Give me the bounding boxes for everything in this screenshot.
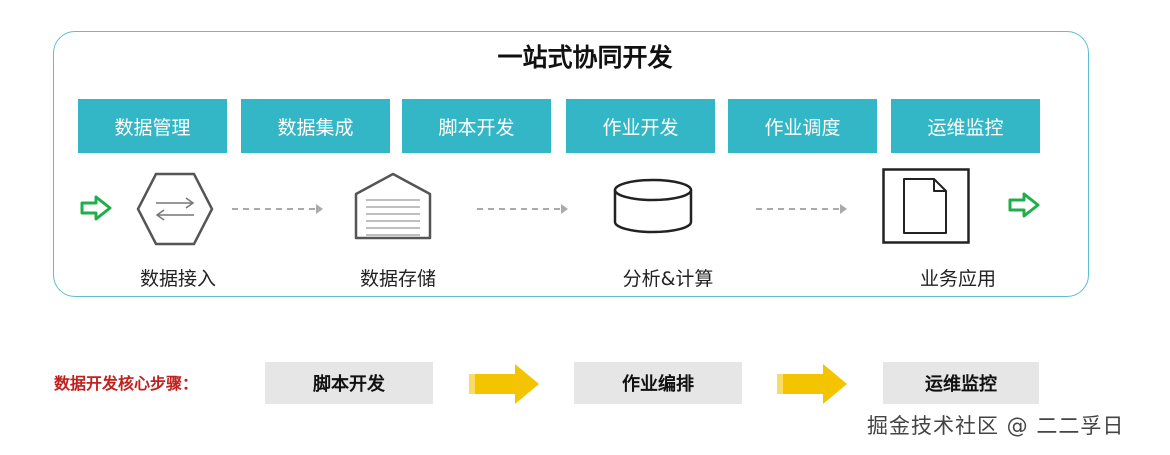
collaboration-frame (53, 31, 1089, 297)
step-ops-monitoring[interactable]: 运维监控 (883, 362, 1039, 404)
flow-label-data-storage: 数据存储 (359, 268, 436, 290)
database-cylinder-icon (613, 178, 693, 234)
page-title: 一站式协同开发 (497, 43, 673, 72)
module-ops-monitoring[interactable]: 运维监控 (891, 99, 1040, 153)
module-job-development[interactable]: 作业开发 (566, 99, 715, 153)
flow-label-business-application: 业务应用 (919, 268, 996, 290)
dashed-connector-3 (756, 204, 847, 214)
flow-start-arrow-icon (80, 195, 112, 221)
exchange-hexagon-icon (136, 172, 214, 246)
module-script-development[interactable]: 脚本开发 (402, 99, 551, 153)
storage-house-icon (354, 172, 432, 240)
document-icon (882, 168, 970, 244)
step-script-development[interactable]: 脚本开发 (265, 362, 433, 404)
flow-label-analysis-compute: 分析&计算 (622, 268, 714, 290)
flow-label-data-ingestion: 数据接入 (139, 268, 216, 290)
step-job-orchestration[interactable]: 作业编排 (574, 362, 742, 404)
watermark: 掘金技术社区 @ 二二孚日 (867, 414, 1125, 438)
module-job-scheduling[interactable]: 作业调度 (728, 99, 877, 153)
yellow-arrow-icon (469, 364, 539, 404)
module-data-management[interactable]: 数据管理 (78, 99, 227, 153)
dashed-connector-2 (477, 204, 568, 214)
flow-end-arrow-icon (1008, 192, 1040, 218)
module-data-integration[interactable]: 数据集成 (241, 99, 390, 153)
dashed-connector-1 (232, 204, 323, 214)
yellow-arrow-icon (777, 364, 847, 404)
core-steps-label: 数据开发核心步骤： (54, 374, 199, 393)
